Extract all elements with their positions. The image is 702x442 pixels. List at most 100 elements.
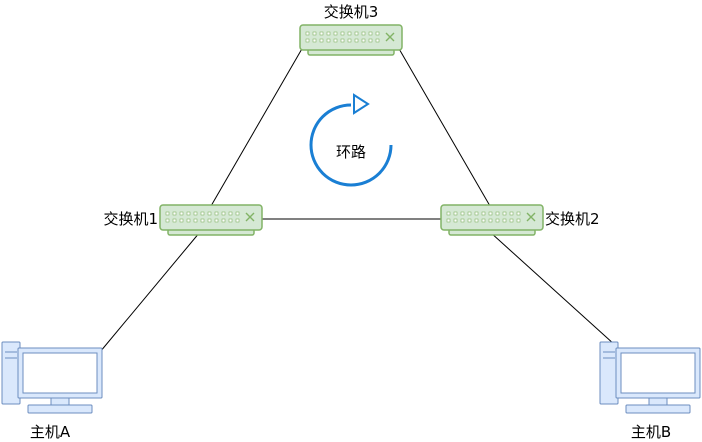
loop-arrow-icon <box>309 93 393 187</box>
switch-port <box>221 211 226 216</box>
switch-port <box>312 31 317 36</box>
switch-port <box>319 31 324 36</box>
switch-port <box>186 218 191 223</box>
switch-port <box>186 211 191 216</box>
switch-icon <box>245 212 255 222</box>
switch-port <box>502 211 507 216</box>
switch-port <box>193 218 198 223</box>
switch-port <box>495 218 500 223</box>
link-sw3-sw2 <box>397 46 491 207</box>
switch-port <box>446 218 451 223</box>
switch-port <box>165 218 170 223</box>
switch-port <box>200 218 205 223</box>
host-screen <box>22 352 98 394</box>
switch-body <box>159 204 263 231</box>
switch-port <box>467 211 472 216</box>
switch-port <box>326 31 331 36</box>
switch-port <box>305 31 310 36</box>
host-stand <box>648 397 668 406</box>
switch-port <box>179 211 184 216</box>
switch-port <box>502 218 507 223</box>
switch-ports <box>446 211 521 223</box>
switch-port <box>193 211 198 216</box>
switch-ports <box>305 31 380 43</box>
switch-3-label: 交换机3 <box>324 3 379 21</box>
switch-1[interactable] <box>159 204 263 236</box>
switch-port <box>460 211 465 216</box>
switch-port <box>361 31 366 36</box>
switch-port <box>172 218 177 223</box>
switch-port <box>179 218 184 223</box>
switch-port <box>516 211 521 216</box>
switch-port <box>509 218 514 223</box>
host-keyboard <box>27 404 93 414</box>
switch-port <box>354 38 359 43</box>
switch-port <box>347 38 352 43</box>
switch-port <box>228 211 233 216</box>
switch-port <box>460 218 465 223</box>
switch-port <box>375 31 380 36</box>
host-screen <box>620 352 696 394</box>
switch-port <box>368 38 373 43</box>
switch-1-label: 交换机1 <box>103 210 158 228</box>
switch-port <box>333 31 338 36</box>
switch-port <box>319 38 324 43</box>
switch-port <box>474 218 479 223</box>
switch-port <box>340 38 345 43</box>
switch-port <box>235 211 240 216</box>
switch-port <box>368 31 373 36</box>
switch-port <box>200 211 205 216</box>
switch-port <box>172 211 177 216</box>
loop-label: 环路 <box>336 143 366 161</box>
switch-port <box>326 38 331 43</box>
host-tower <box>1 341 21 405</box>
switch-3[interactable] <box>299 24 403 56</box>
switch-2-label: 交换机2 <box>545 210 600 228</box>
switch-port <box>347 31 352 36</box>
host-a[interactable] <box>1 341 103 414</box>
switch-port <box>495 211 500 216</box>
host-b[interactable] <box>599 341 701 414</box>
host-stand <box>50 397 70 406</box>
links <box>99 46 616 353</box>
switch-port <box>221 218 226 223</box>
switch-body <box>299 24 403 51</box>
switch-port <box>516 218 521 223</box>
switch-port <box>235 218 240 223</box>
switch-port <box>214 211 219 216</box>
host-keyboard <box>625 404 691 414</box>
switch-port <box>340 31 345 36</box>
host-b-label: 主机B <box>631 423 671 441</box>
switch-port <box>305 38 310 43</box>
switch-port <box>467 218 472 223</box>
link-sw2-hostB <box>489 231 616 346</box>
switch-port <box>453 211 458 216</box>
switch-body <box>440 204 544 231</box>
switch-port <box>488 218 493 223</box>
switch-ports <box>165 211 240 223</box>
switch-port <box>375 38 380 43</box>
switch-port <box>228 218 233 223</box>
switch-port <box>446 211 451 216</box>
switch-port <box>354 31 359 36</box>
switch-port <box>488 211 493 216</box>
switch-port <box>481 218 486 223</box>
switch-2[interactable] <box>440 204 544 236</box>
switch-port <box>165 211 170 216</box>
switch-port <box>453 218 458 223</box>
host-tower <box>599 341 619 405</box>
switch-port <box>333 38 338 43</box>
link-sw3-sw1 <box>210 46 304 207</box>
switch-port <box>481 211 486 216</box>
switch-port <box>474 211 479 216</box>
switch-port <box>509 211 514 216</box>
switch-icon <box>385 32 395 42</box>
host-a-label: 主机A <box>30 423 71 441</box>
switch-icon <box>526 212 536 222</box>
switch-port <box>207 218 212 223</box>
switch-port <box>312 38 317 43</box>
switch-port <box>214 218 219 223</box>
switch-port <box>207 211 212 216</box>
switch-port <box>361 38 366 43</box>
